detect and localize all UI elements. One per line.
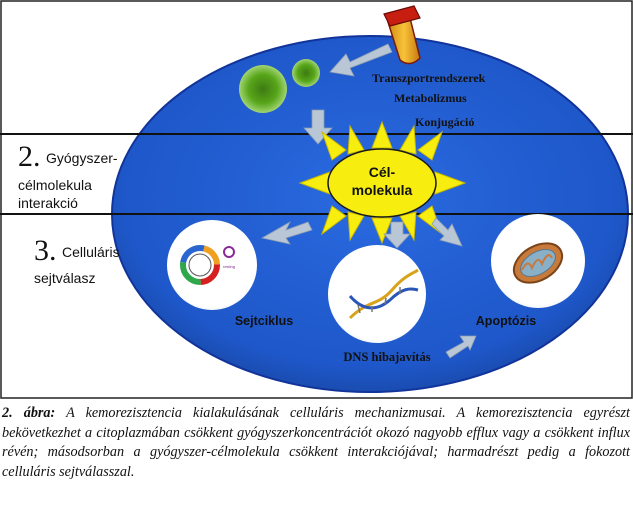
- drug-molecule-small-icon: [292, 59, 320, 87]
- mechanism-transport: Transzportrendszerek: [372, 71, 486, 85]
- arrow-dna-to-apoptosis: [445, 335, 477, 359]
- svg-text:Gyógyszer-: Gyógyszer-: [46, 150, 118, 166]
- svg-text:interakció: interakció: [18, 195, 78, 211]
- arrow-to-dna-repair: [383, 221, 411, 249]
- figure-caption: 2. ábra: A kemorezisztencia kialakulásán…: [2, 404, 630, 482]
- svg-text:sejtválasz: sejtválasz: [34, 270, 95, 286]
- target-core: [327, 148, 437, 218]
- outcome-dna-repair: DNS hibajavítás: [343, 350, 430, 364]
- caption-text: A kemorezisztencia kialakulásának cellul…: [2, 405, 630, 480]
- target-label-line1: Cél-: [369, 164, 396, 180]
- arrow-influx: [329, 43, 393, 77]
- step-3-label: 3. Celluláris sejtválasz: [34, 234, 120, 286]
- transporter-icon: [383, 5, 421, 65]
- arrow-to-apoptosis: [431, 217, 463, 247]
- outcome-cell-cycle: Sejtciklus: [235, 314, 293, 328]
- figure-diagram: Transzportrendszerek Metabolizmus Konjug…: [0, 0, 633, 399]
- mechanism-conjugation: Konjugáció: [415, 115, 474, 129]
- svg-text:3.: 3.: [34, 234, 57, 267]
- svg-text:1.: 1.: [40, 61, 63, 94]
- svg-text:Celluláris: Celluláris: [62, 244, 120, 260]
- dna-repair-circle: [328, 245, 426, 343]
- mitochondrion-icon: [512, 242, 564, 284]
- cell-cycle-circle: [167, 220, 257, 310]
- target-label-line2: molekula: [352, 182, 413, 198]
- arrow-to-cell-cycle: [260, 220, 313, 245]
- svg-text:koncentráció: koncentráció: [40, 99, 120, 115]
- dna-helix-icon: [348, 268, 419, 320]
- caption-label: 2. ábra:: [2, 405, 56, 421]
- svg-text:Csökkent IC: Csökkent IC: [68, 72, 144, 88]
- svg-text:resting: resting: [223, 264, 235, 269]
- figure-frame: [0, 0, 633, 399]
- mechanism-metabolism: Metabolizmus: [394, 91, 467, 105]
- outcome-apoptosis: Apoptózis: [476, 314, 536, 328]
- svg-text:célmolekula: célmolekula: [18, 177, 92, 193]
- drug-molecule-large-icon: [239, 65, 287, 113]
- cell-cycle-icon: resting: [180, 245, 235, 285]
- step-1-label: 1. Csökkent IC koncentráció: [40, 61, 144, 115]
- svg-text:2.: 2.: [18, 140, 41, 173]
- step-2-label: 2. Gyógyszer- célmolekula interakció: [18, 140, 118, 211]
